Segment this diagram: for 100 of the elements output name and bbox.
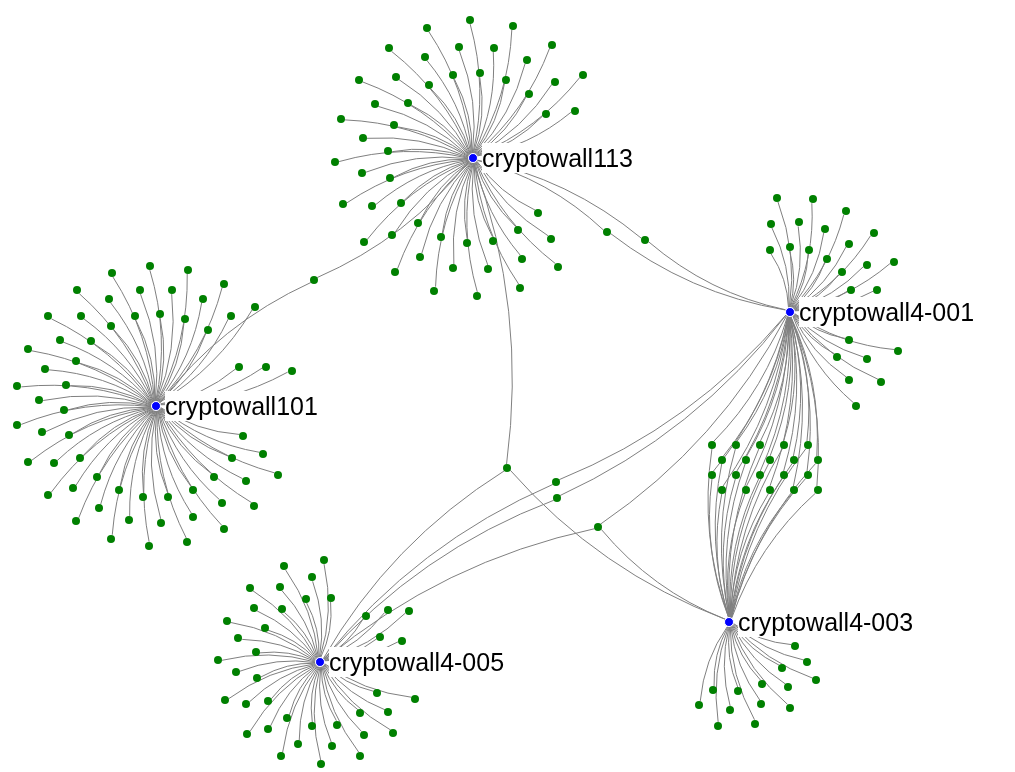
edge-line (430, 88, 471, 155)
edge-line (435, 162, 473, 288)
edge-line (158, 332, 207, 403)
edge-line (791, 214, 845, 309)
edge-line (157, 302, 203, 402)
edge-line (78, 409, 154, 519)
edge-line (466, 162, 478, 293)
edge-line (241, 638, 316, 662)
edge-line (312, 580, 323, 658)
edge-line (159, 407, 275, 474)
edge-line (282, 666, 319, 754)
edge-line (420, 161, 471, 221)
edge-line (365, 156, 469, 173)
edge-line (426, 59, 472, 154)
edge-line (20, 384, 152, 406)
edge-line (397, 126, 469, 157)
edge-line (93, 343, 153, 403)
edge-line (140, 293, 158, 402)
edge-line (119, 410, 155, 487)
edge-line (728, 626, 739, 688)
edge-line (158, 318, 229, 403)
edge-line (157, 409, 223, 526)
edge-line (100, 409, 155, 505)
edge-line (731, 492, 816, 619)
edge-line (723, 626, 731, 707)
edge-line (67, 401, 152, 411)
edge-line (322, 665, 363, 733)
edge-line (792, 315, 847, 378)
edge-line (344, 119, 469, 158)
edge-line (283, 611, 318, 659)
edge-line (322, 470, 505, 659)
edge-line (143, 410, 157, 543)
edge-line (159, 408, 244, 480)
edge-line (366, 137, 469, 158)
edge-line (391, 148, 469, 159)
edge-line (474, 162, 520, 285)
edge-line (75, 409, 153, 487)
edge-line (159, 309, 253, 403)
edge-line (111, 410, 155, 536)
edge-line (20, 404, 152, 425)
edge-line (285, 569, 319, 658)
edge-line (269, 665, 318, 727)
edge-line (731, 625, 788, 705)
edge-line (48, 369, 152, 405)
edge-line (791, 253, 809, 308)
edge-line (732, 624, 780, 666)
edge-line (709, 478, 729, 618)
edge-line (259, 651, 316, 662)
node-label: cryptowall4-005 (329, 647, 505, 677)
edge-line (288, 665, 318, 716)
edge-line (473, 51, 495, 154)
edge-line (157, 410, 192, 488)
edge-line (156, 410, 187, 540)
edge-line (320, 601, 332, 658)
edge-line (159, 409, 253, 504)
edge-line (732, 624, 814, 679)
edge-line (475, 96, 527, 155)
edge-line (790, 202, 813, 308)
edge-line (239, 660, 316, 672)
edge-line (473, 162, 493, 238)
edge-line (319, 666, 332, 743)
edge-line (411, 104, 470, 156)
edge-line (648, 241, 786, 311)
edge-line (777, 201, 793, 308)
edge-line (471, 162, 489, 266)
edge-line (229, 621, 316, 661)
edge-line (731, 625, 787, 685)
node-label: cryptowall113 (482, 143, 633, 173)
edge-line (730, 625, 761, 681)
edge-line (793, 314, 864, 358)
edge-line (249, 665, 317, 732)
edge-line (463, 162, 474, 240)
edge-line (323, 664, 386, 711)
edge-line (270, 664, 317, 700)
edge-line (156, 293, 174, 402)
edge-line (252, 590, 318, 659)
edge-line (474, 62, 526, 155)
edge-line (366, 160, 470, 241)
edge-line (474, 82, 505, 154)
edge-line (310, 666, 320, 723)
edge-line (792, 315, 855, 404)
node-label: cryptowall4-001 (799, 297, 975, 327)
edge-line (346, 159, 469, 204)
edge-line (377, 105, 470, 157)
edge-line (475, 161, 549, 237)
edge-line (129, 410, 156, 517)
edge-line (135, 319, 156, 402)
edge-line (476, 160, 536, 211)
edge-line (475, 47, 551, 155)
edge-line (600, 315, 788, 525)
edge-line (792, 261, 826, 309)
edge-line (69, 385, 152, 406)
edge-line (391, 50, 471, 155)
edge-line (398, 79, 471, 155)
edge-line (305, 602, 320, 658)
edge-line (729, 626, 755, 721)
edge-line (713, 626, 729, 687)
edge-line (248, 663, 317, 703)
edge-line (158, 409, 213, 475)
edge-line (45, 406, 152, 433)
